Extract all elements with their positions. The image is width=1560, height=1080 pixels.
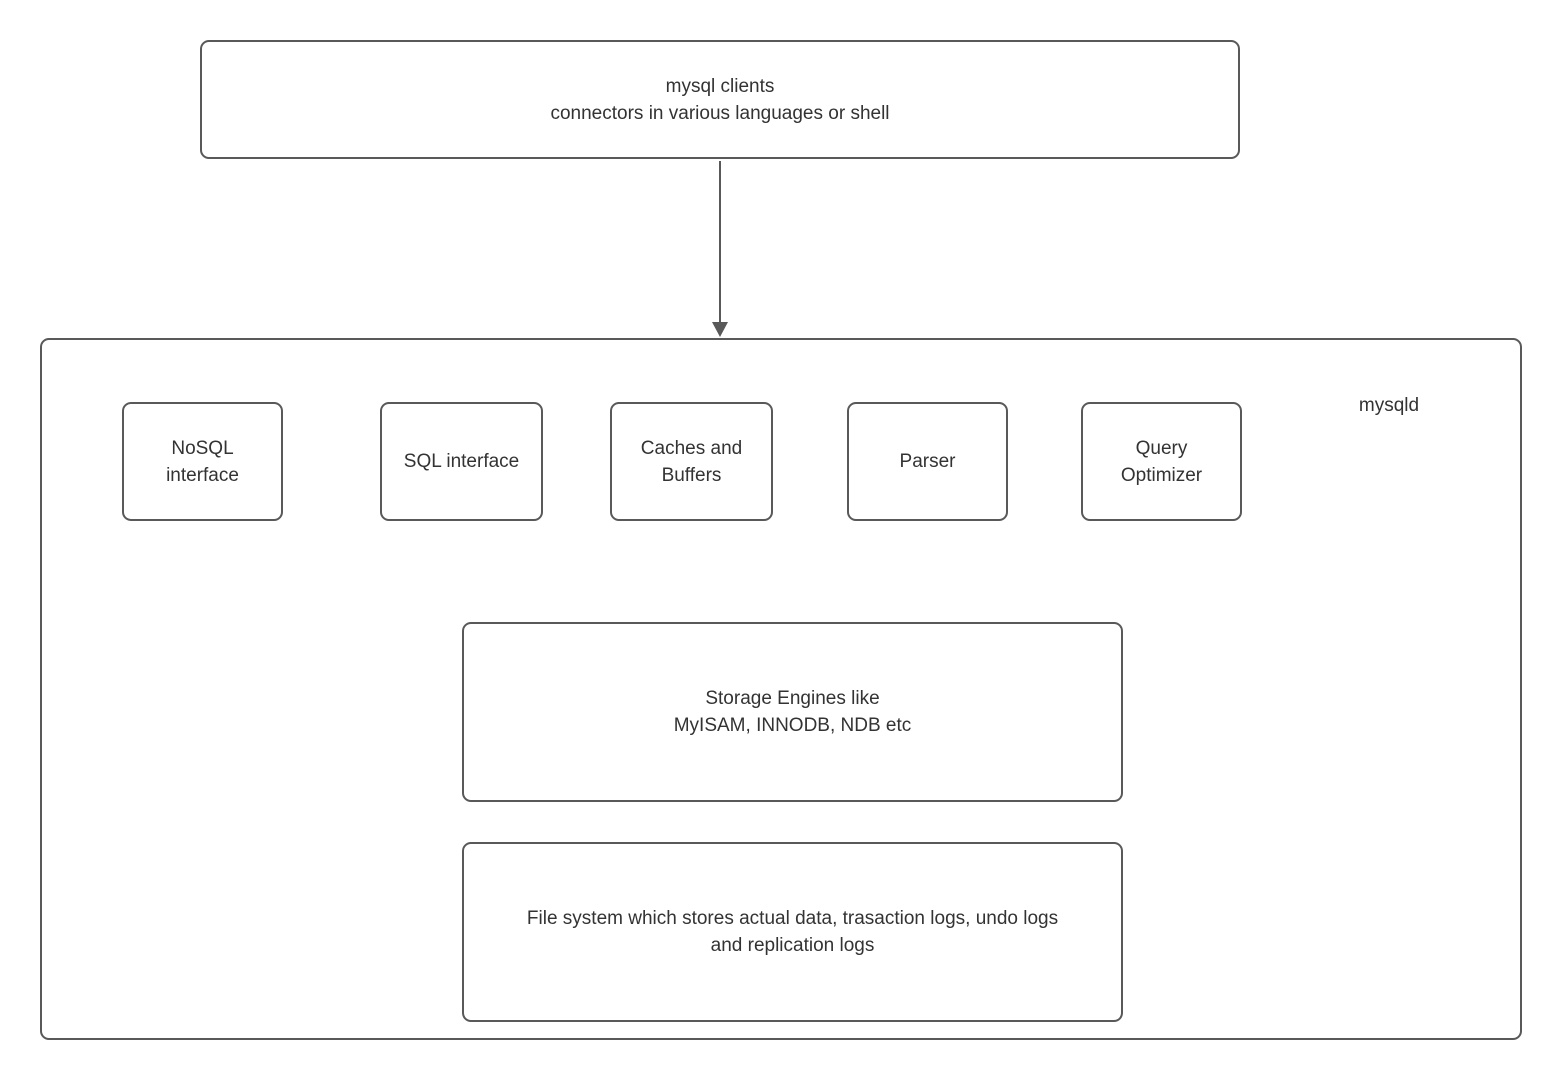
component-box-query-optimizer: Query Optimizer: [1081, 402, 1242, 521]
arrow-clients-to-mysqld-line: [719, 161, 721, 324]
component-label: Parser: [899, 451, 956, 472]
component-label: Query Optimizer: [1120, 437, 1203, 486]
clients-box-line1: mysql clients: [665, 75, 775, 97]
storage-engines-box: Storage Engines like MyISAM, INNODB, NDB…: [462, 622, 1123, 802]
clients-box-line2: connectors in various languages or shell: [550, 102, 890, 124]
mysqld-label: mysqld: [1358, 395, 1420, 416]
component-box-nosql-interface: NoSQL interface: [122, 402, 283, 521]
component-box-caches-and-buffers: Caches and Buffers: [610, 402, 773, 521]
component-box-parser: Parser: [847, 402, 1008, 521]
file-system-box: File system which stores actual data, tr…: [462, 842, 1123, 1022]
file-system-line1: File system which stores actual data, tr…: [526, 908, 1059, 929]
arrow-clients-to-mysqld-head: [712, 322, 728, 337]
component-label: Caches and Buffers: [640, 437, 743, 486]
component-label: NoSQL interface: [166, 437, 239, 486]
storage-engines-line2: MyISAM, INNODB, NDB etc: [673, 715, 912, 736]
component-box-sql-interface: SQL interface: [380, 402, 543, 521]
file-system-line2: and replication logs: [710, 935, 875, 956]
storage-engines-line1: Storage Engines like: [705, 688, 880, 709]
mysqld-container-box: mysqld NoSQL interface SQL interface Cac…: [40, 338, 1522, 1040]
clients-box: mysql clients connectors in various lang…: [200, 40, 1240, 159]
component-label: SQL interface: [403, 451, 520, 472]
